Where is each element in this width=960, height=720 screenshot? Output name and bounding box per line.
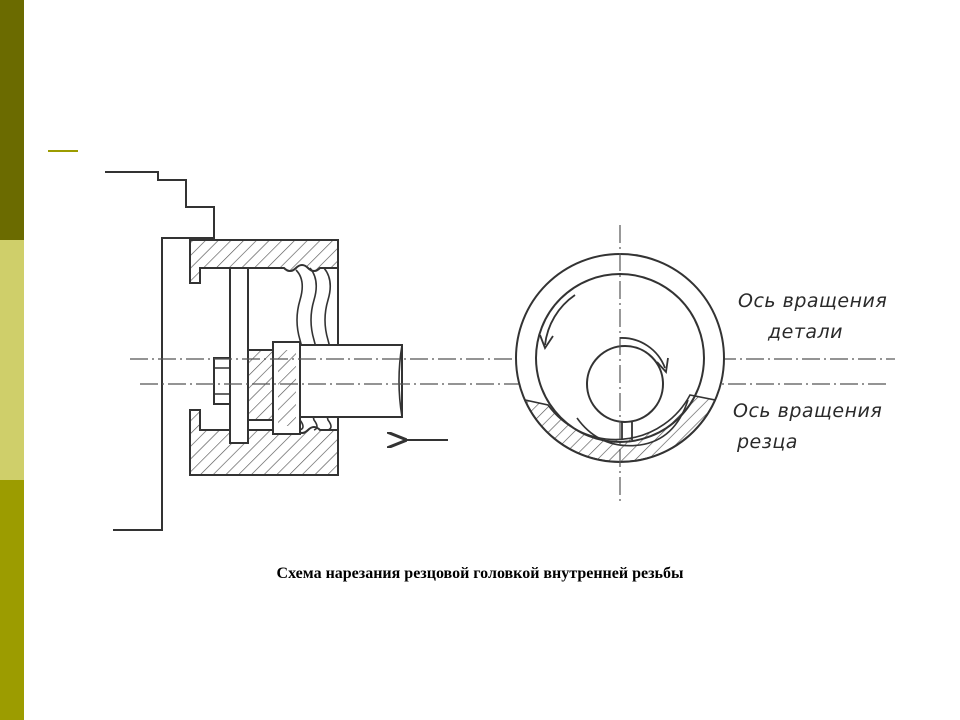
sidebar-band-light — [0, 240, 24, 480]
sidebar-band-mid — [0, 480, 24, 720]
chuck-outline — [105, 171, 215, 531]
sidebar-band-dark — [0, 0, 24, 240]
diagram-caption: Схема нарезания резцовой головкой внутре… — [276, 565, 684, 582]
rotation-arrow-icon — [539, 294, 669, 375]
cutter-bar — [299, 344, 403, 418]
cutter-axis-label-line2: резца — [736, 431, 798, 453]
workpiece-top-wall — [189, 239, 339, 284]
cutting-head — [213, 267, 301, 444]
nut-hatch — [278, 350, 296, 426]
part-axis-label-line1: Ось вращения — [738, 290, 887, 312]
cutter-shaft-circle — [586, 345, 664, 423]
outer-ring-hatch — [523, 394, 717, 463]
cutter-hub — [247, 349, 274, 421]
cutter-ring — [576, 399, 689, 447]
cutter-axis-label-line1: Ось вращения — [733, 400, 882, 422]
cutter-disk — [229, 267, 249, 444]
bore-circle — [535, 273, 705, 443]
part-axis-label-line2: детали — [767, 321, 843, 343]
bolt-head — [213, 357, 231, 405]
title-accent-line — [48, 150, 78, 152]
end-view — [515, 225, 725, 505]
